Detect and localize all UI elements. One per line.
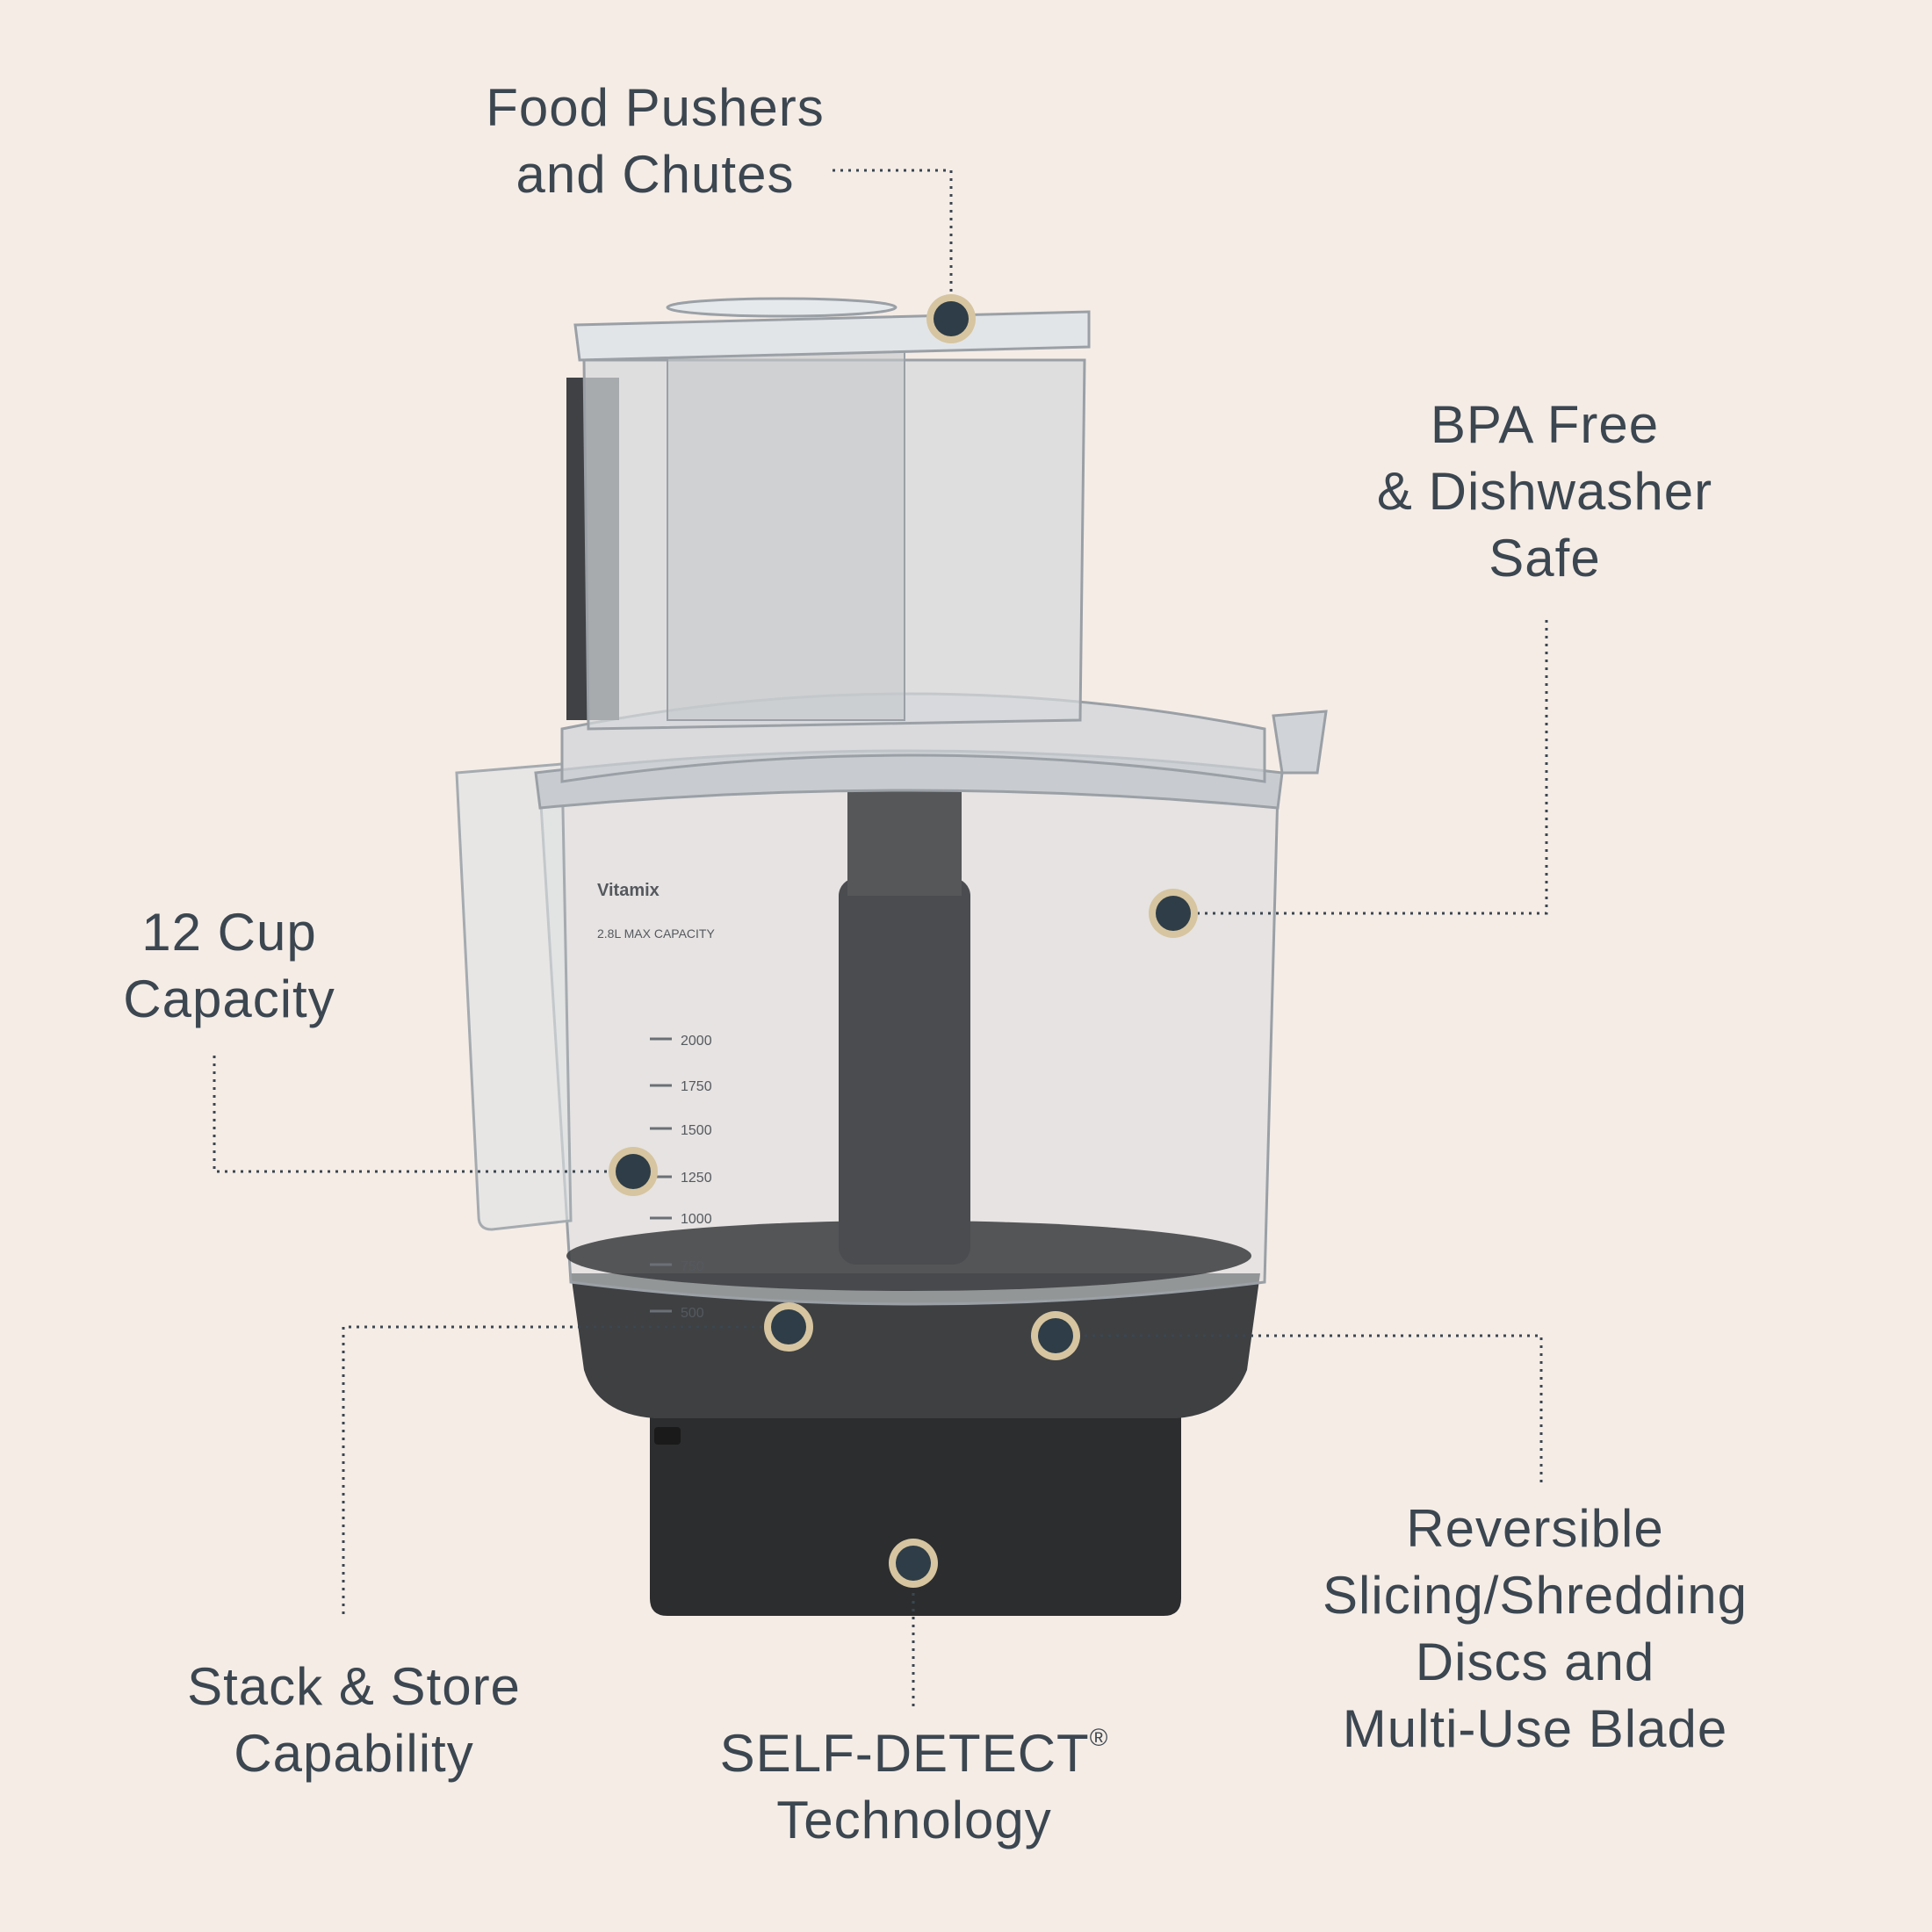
feature-line: SELF-DETECT <box>719 1724 1090 1783</box>
feature-food-pushers: Food Pushers and Chutes <box>486 75 825 208</box>
leader-discs <box>1080 1334 1543 1482</box>
hotspot-food-pushers[interactable] <box>926 294 976 343</box>
feature-line: & Dishwasher <box>1376 462 1713 521</box>
work-bowl: Vitamix 2.8L MAX CAPACITY 2000 1750 1500 1… <box>455 710 1328 1321</box>
feature-line: Safe <box>1489 529 1601 588</box>
lid-and-chute <box>560 297 1266 783</box>
registered-mark: ® <box>1089 1724 1109 1751</box>
feature-line: BPA Free <box>1430 395 1660 454</box>
feature-line: 12 Cup <box>141 903 317 962</box>
motor-base <box>571 1273 1260 1616</box>
ml-marks: 2000 1750 1500 1250 1000 750 500 <box>681 1034 712 1321</box>
leader-bpa-free <box>1198 620 1548 915</box>
svg-text:1750: 1750 <box>681 1079 712 1094</box>
hotspot-stack-store[interactable] <box>764 1302 813 1352</box>
feature-self-detect: SELF-DETECT® Technology <box>720 1720 1109 1854</box>
svg-text:1000: 1000 <box>681 1212 712 1227</box>
svg-text:2000: 2000 <box>681 1034 712 1049</box>
svg-text:750: 750 <box>681 1259 704 1274</box>
feature-line: Slicing/Shredding <box>1323 1566 1748 1625</box>
leader-capacity <box>213 1056 609 1173</box>
feature-line: and Chutes <box>515 145 795 204</box>
svg-text:1250: 1250 <box>681 1171 712 1186</box>
feature-line: Multi-Use Blade <box>1342 1699 1728 1758</box>
hotspot-discs[interactable] <box>1031 1311 1080 1360</box>
feature-line: Capacity <box>123 970 335 1028</box>
leader-stack-store <box>342 1325 764 1614</box>
leader-food-pushers <box>833 169 953 294</box>
feature-discs: Reversible Slicing/Shredding Discs and M… <box>1323 1496 1748 1763</box>
feature-line: Technology <box>776 1791 1052 1849</box>
hotspot-capacity[interactable] <box>609 1147 658 1196</box>
feature-line: Reversible <box>1406 1499 1664 1558</box>
capacity-marking: 2.8L MAX CAPACITY <box>597 926 715 941</box>
hotspot-self-detect[interactable] <box>889 1539 938 1588</box>
hotspot-bpa-free[interactable] <box>1149 889 1198 938</box>
feature-line: Food Pushers <box>486 78 825 137</box>
svg-text:500: 500 <box>681 1306 704 1321</box>
svg-text:1500: 1500 <box>681 1123 712 1138</box>
feature-line: Stack & Store <box>187 1657 521 1716</box>
brand-logo: Vitamix <box>597 881 660 900</box>
feature-line: Discs and <box>1415 1633 1655 1691</box>
feature-capacity: 12 Cup Capacity <box>123 899 335 1033</box>
feature-stack-store: Stack & Store Capability <box>187 1654 521 1787</box>
hotspot-markers <box>609 294 1198 1588</box>
feature-line: Capability <box>234 1724 474 1783</box>
feature-bpa-free: BPA Free & Dishwasher Safe <box>1377 392 1712 592</box>
